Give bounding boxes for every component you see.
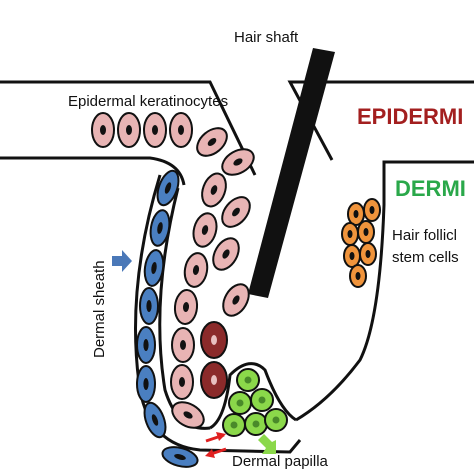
- papilla-cell: [228, 391, 252, 415]
- keratinocyte-cell: [216, 278, 256, 322]
- stem-cells-label-line2: stem cells: [392, 249, 459, 266]
- keratinocyte-cell: [181, 250, 211, 290]
- dermal-sheath-label: Dermal sheath: [91, 260, 108, 358]
- stem-cell: [359, 242, 377, 266]
- keratinocyte-cell: [170, 364, 194, 400]
- stem-cell: [341, 222, 359, 246]
- exchange-arrows-icon: [205, 432, 227, 458]
- stem-cell-cluster: [341, 198, 381, 288]
- sheath-cell: [147, 207, 173, 249]
- stem-cell: [363, 198, 381, 222]
- keratinocyte-cell: [172, 288, 200, 326]
- papilla-cell: [222, 413, 246, 437]
- papilla-cell: [244, 412, 268, 436]
- keratinocyte-cell: [91, 112, 115, 148]
- dermal-papilla-cells: [222, 368, 288, 437]
- dark-keratinocytes: [200, 321, 228, 399]
- papilla-cup: [209, 362, 297, 430]
- sheath-cell: [139, 287, 159, 325]
- keratinocyte-cell: [143, 112, 167, 148]
- papilla-cell: [236, 368, 260, 392]
- papilla-cell: [264, 408, 288, 432]
- hair-shaft: [248, 48, 335, 298]
- keratinocyte-cell: [196, 169, 232, 211]
- keratinocyte-cell: [169, 112, 193, 148]
- sheath-cell: [139, 399, 171, 441]
- sheath-cell: [152, 167, 184, 209]
- epidermal-keratinocytes-label: Epidermal keratinocytes: [68, 93, 228, 110]
- dermal-papilla-arrow-icon: [258, 434, 276, 454]
- sheath-cell: [136, 365, 156, 403]
- sheath-cell: [136, 326, 156, 364]
- stem-cell: [357, 220, 375, 244]
- stem-cells-label-line1: Hair follicl: [392, 227, 457, 244]
- papilla-cell: [250, 388, 274, 412]
- keratinocyte-cell: [117, 112, 141, 148]
- keratinocyte-cell: [188, 209, 222, 251]
- stem-cell: [349, 264, 367, 288]
- keratinocyte-cell: [190, 121, 234, 163]
- keratinocyte-cell: [171, 327, 195, 363]
- keratinocyte-cell: [216, 142, 260, 182]
- dermal-papilla-label: Dermal papilla: [232, 453, 329, 470]
- dermis-label: DERMI: [395, 176, 466, 201]
- epidermal-keratinocyte-row: [91, 112, 193, 148]
- dermal-sheath-arrow-icon: [112, 250, 132, 272]
- epidermis-label: EPIDERMI: [357, 104, 463, 129]
- stem-cell: [343, 244, 361, 268]
- epidermis-outline-left: [0, 80, 257, 186]
- epidermis-outline-right: [287, 80, 474, 205]
- hair-shaft-label: Hair shaft: [234, 29, 299, 46]
